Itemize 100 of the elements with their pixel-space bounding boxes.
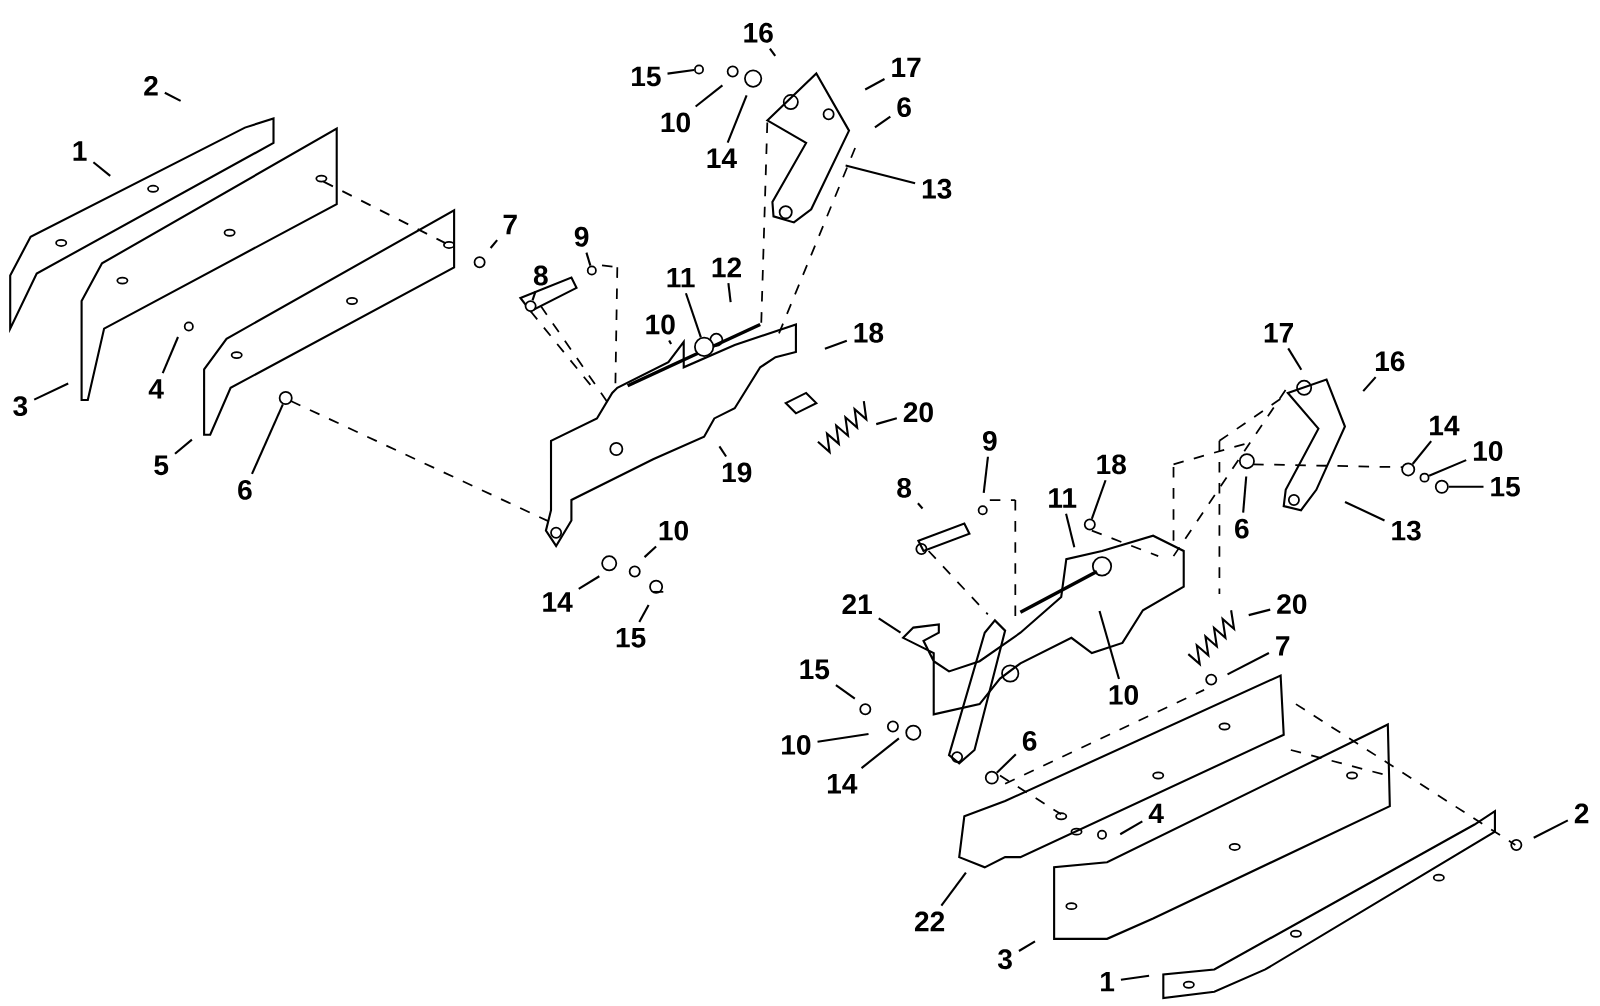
leader-line [1018,940,1036,952]
leader-line [92,161,111,177]
leader-line [1119,820,1143,836]
callout-number: 10 [659,520,688,541]
leader-line [718,445,727,458]
callout-number: 9 [983,430,997,451]
callout-number: 2 [144,75,158,96]
callout-number: 10 [1109,685,1138,705]
leader-line [727,283,732,303]
callout-number: 10 [661,112,690,133]
callout-number: 15 [1491,476,1520,497]
fastener [1401,462,1416,477]
leader-line [489,239,498,249]
callout-number: 1 [73,141,87,161]
callout-number: 22 [914,911,945,932]
callout-number: 15 [632,66,661,87]
leader-line [1428,459,1467,477]
callout-number: 4 [148,379,164,399]
leader-line [726,94,748,143]
leader-line [1242,476,1248,513]
fastener [984,770,999,785]
leader-line [1533,819,1569,839]
leader-line [1090,479,1107,520]
leader-line [769,48,777,57]
leader-line [835,684,856,700]
leader-line [860,737,900,769]
callout-number: 13 [1392,520,1421,541]
callout-number: 10 [1473,441,1503,461]
leader-line [1411,440,1432,465]
callout-number: 15 [800,659,830,680]
callout-number: 16 [1375,351,1405,372]
leader-line [1120,974,1150,981]
callout-number: 14 [707,148,737,168]
leader-line [864,78,885,91]
leader-line [531,291,537,301]
leader-line [164,91,182,102]
leader-line [251,403,284,475]
leader-line [668,339,673,345]
fastener [694,64,704,75]
callout-number: 19 [722,462,752,483]
callout-number: 7 [1276,636,1290,656]
leader-line [917,502,924,510]
callout-number: 17 [1264,323,1293,343]
leader-line [1227,652,1270,676]
callout-number: 14 [827,774,858,794]
leader-line [824,339,848,350]
leader-line [578,575,600,590]
fastener [694,336,715,357]
callout-number: 4 [1148,803,1164,823]
callout-number: 2 [1574,803,1589,824]
leader-line [585,252,592,266]
fastener [1419,472,1430,483]
leader-line [684,292,702,338]
callout-number: 1 [1101,971,1115,992]
callout-number: 7 [503,214,517,235]
callout-number: 3 [13,396,28,417]
callout-number: 11 [1049,488,1077,508]
leader-line [174,438,193,455]
fastener [1434,479,1449,494]
leader-line [638,604,650,623]
leader-line [1065,513,1076,548]
callout-number: 21 [842,594,872,614]
leader-line [940,872,967,907]
leader-line [33,382,69,401]
leader-line [695,84,724,108]
leader-line [875,417,898,426]
callout-number: 8 [897,477,912,498]
fastener [586,265,597,276]
callout-number: 16 [744,22,773,43]
callout-number: 20 [903,402,933,423]
leader-line [667,69,695,75]
callout-number: 20 [1277,594,1307,615]
callout-number: 3 [997,949,1012,970]
callout-number: 18 [854,322,884,343]
callout-number: 14 [1430,415,1460,436]
leader-line [1287,347,1303,371]
callout-number: 6 [238,479,252,500]
leader-line [874,115,891,129]
callout-number: 12 [712,257,741,278]
callout-number: 15 [616,628,646,648]
leader-line [845,164,916,185]
callout-number: 11 [667,267,695,288]
callout-number: 13 [922,178,952,199]
callout-number: 10 [782,735,811,755]
callout-number: 18 [1097,454,1126,475]
leader-line [982,456,989,494]
leader-line [643,545,657,558]
leader-line [1362,376,1377,392]
leader-line [1344,500,1385,522]
callout-number: 5 [154,455,169,476]
callout-number: 6 [897,97,911,118]
leader-line [996,753,1017,774]
callout-number: 8 [533,265,548,286]
fastener [524,300,537,313]
leader-line [878,617,902,634]
callout-number: 10 [646,314,675,335]
leader-line [1448,485,1484,488]
leader-line [1098,610,1120,680]
callout-number: 17 [892,57,921,77]
callout-number: 9 [574,226,589,247]
